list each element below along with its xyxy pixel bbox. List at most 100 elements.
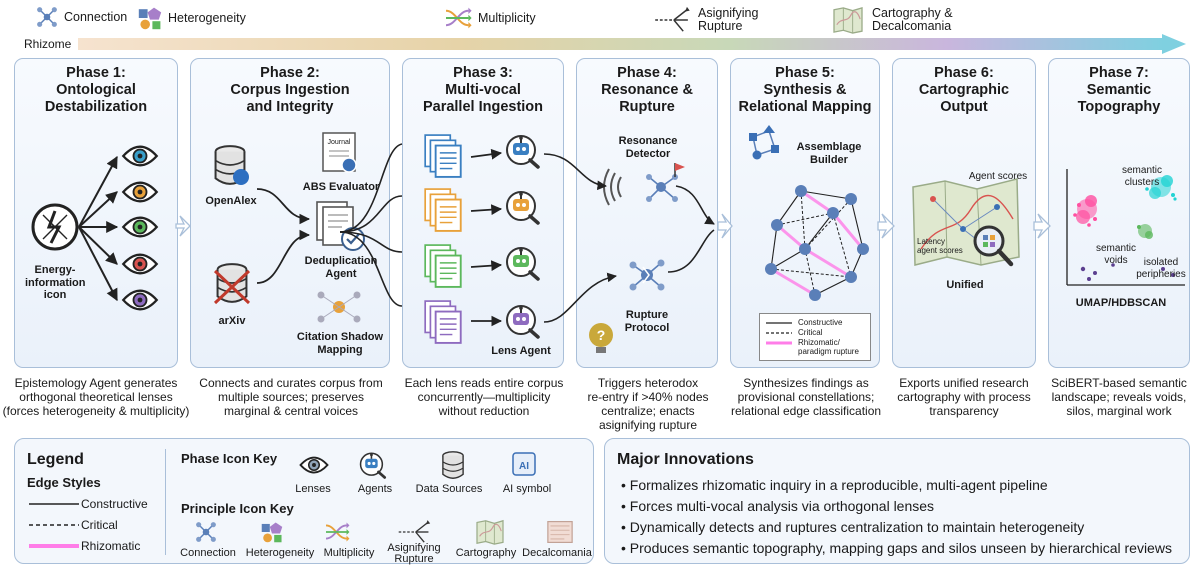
key-heterogeneity-label: Heterogeneity	[245, 547, 315, 559]
assemblage-builder-icon	[749, 125, 779, 160]
lenses-icon	[299, 456, 329, 474]
svg-text:AI: AI	[519, 461, 529, 472]
agents-icon	[359, 451, 387, 479]
lens-blue-icon	[122, 145, 158, 167]
asignifying-rupture-icon	[654, 6, 691, 32]
abs-evaluator-label: ABS Evaluator	[302, 181, 380, 193]
edge-style-swatches	[29, 503, 79, 548]
top-key-connection-label: Connection	[64, 10, 128, 24]
lens-agent-orange-icon	[505, 190, 540, 225]
phase-5-graphic	[749, 125, 869, 301]
journal-label: Journal	[327, 139, 351, 146]
legend-critical: Critical	[81, 518, 118, 532]
phase-4-panel: Phase 4:Resonance &Rupture	[576, 58, 718, 368]
key-connection-label: Connection	[180, 547, 236, 559]
innovation-item-3: • Dynamically detects and ruptures centr…	[621, 519, 1085, 535]
arxiv-label: arXiv	[218, 315, 246, 327]
agent-scores-label: Agent scores	[968, 171, 1028, 182]
principle-icon-key-heading: Principle Icon Key	[181, 501, 294, 516]
legend-box: Legend Edge Styles Constructive Critical…	[14, 438, 594, 565]
openalex-label: OpenAlex	[205, 195, 257, 207]
key-decalcomania-icon	[547, 520, 573, 544]
flag-icon	[675, 163, 685, 171]
top-key-multiplicity: Multiplicity	[444, 6, 536, 30]
relational-network	[765, 185, 869, 301]
cluster-green	[1137, 224, 1153, 239]
lens-green-icon	[122, 216, 158, 238]
innovation-item-4: • Produces semantic topography, mapping …	[621, 540, 1172, 556]
mini-legend-constructive: Constructive	[798, 318, 843, 327]
mini-legend-rhizomatic: Rhizomatic/paradigm rupture	[798, 338, 859, 356]
innovations-title: Major Innovations	[617, 451, 754, 468]
top-key-multiplicity-label: Multiplicity	[478, 11, 536, 25]
magnifier-icon	[973, 225, 1014, 267]
lens-agent-label: Lens Agent	[491, 345, 551, 357]
question-bulb-icon: ?	[589, 323, 613, 353]
legend-rhizomatic: Rhizomatic	[81, 539, 141, 553]
key-cartography-label: Cartography	[455, 547, 517, 559]
edge-styles-heading: Edge Styles	[27, 475, 101, 490]
key-asignifying-icon	[398, 519, 431, 543]
lens-eye-icons	[122, 145, 158, 311]
heterogeneity-icon	[138, 7, 162, 30]
key-multiplicity-label: Multiplicity	[323, 547, 375, 559]
legend-divider	[165, 449, 166, 555]
top-key-heterogeneity: Heterogeneity	[138, 6, 246, 30]
corpus-orange-icon	[424, 188, 462, 232]
phase-1-graphic	[31, 145, 158, 311]
lens-red-icon	[122, 253, 158, 275]
corpus-blue-icon	[424, 134, 462, 178]
key-decalcomania-label: Decalcomania	[522, 547, 592, 559]
legend-title: Legend	[27, 451, 84, 468]
innovations-box: Major Innovations • Formalizes rhizomati…	[604, 438, 1190, 564]
key-ai-symbol-label: AI symbol	[502, 483, 552, 495]
lens-orange-icon	[122, 181, 158, 203]
cluster-pink	[1073, 195, 1097, 227]
innovation-item-1: • Formalizes rhizomatic inquiry in a rep…	[621, 477, 1048, 493]
top-key-cartography-label: Cartography &Decalcomania	[872, 6, 953, 33]
phase-icon-row: AI	[299, 451, 536, 479]
mini-legend-critical: Critical	[798, 328, 823, 337]
lens-agent-green-icon	[505, 246, 540, 281]
umap-hdbscan-label: UMAP/HDBSCAN	[1075, 297, 1167, 309]
lens-agent-blue-icon	[505, 134, 540, 169]
phase-4-title: Phase 4:Resonance &Rupture	[601, 65, 693, 115]
top-key-cartography: Cartography &Decalcomania	[830, 6, 953, 34]
legend-constructive: Constructive	[81, 497, 148, 511]
top-key-heterogeneity-label: Heterogeneity	[168, 11, 246, 25]
phase-5-title: Phase 5:Synthesis &Relational Mapping	[738, 65, 872, 115]
data-sources-icon	[442, 451, 464, 479]
cartography-decalcomania-icon	[833, 7, 863, 34]
peripheries	[1080, 263, 1175, 281]
top-key-connection: Connection	[36, 6, 127, 28]
lens-agent-purple-icon	[505, 304, 540, 339]
unified-label: Unified	[946, 279, 984, 291]
key-heterogeneity-icon	[261, 522, 283, 543]
multiplicity-icon	[444, 6, 472, 30]
key-data-sources-label: Data Sources	[415, 483, 483, 495]
key-agents-label: Agents	[357, 483, 393, 495]
